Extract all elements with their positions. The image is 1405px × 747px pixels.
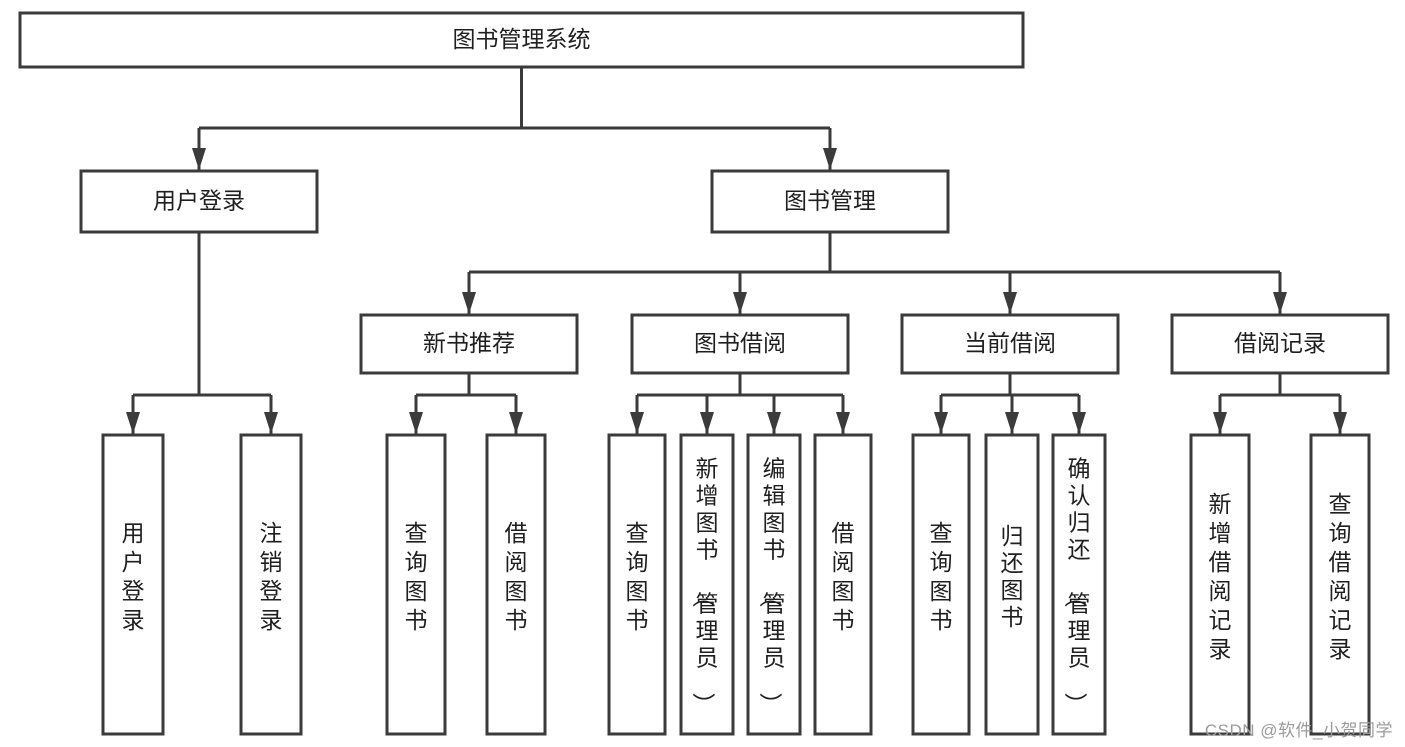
node-box (679, 433, 735, 736)
node-label: 借阅图书 (505, 520, 528, 633)
arrow-head-icon (836, 412, 850, 434)
node-box (813, 433, 873, 736)
node-label: 新增借阅记录 (1209, 491, 1232, 662)
arrow-head-icon (264, 412, 278, 434)
node-label: 查询图书 (626, 520, 649, 633)
node-label: 图书借阅 (694, 330, 786, 356)
nodes-layer: 图书管理系统用户登录图书管理新书推荐图书借阅当前借阅借阅记录用户登录注销登录查询… (18, 11, 1390, 736)
node-leaf-query-book-cb[interactable]: 查询图书 (911, 433, 971, 736)
arrow-head-icon (1333, 412, 1347, 434)
node-box (746, 433, 802, 736)
node-label: 借阅记录 (1234, 330, 1326, 356)
node-box (630, 313, 850, 375)
node-label: 查询图书 (405, 520, 428, 633)
node-root[interactable]: 图书管理系统 (18, 11, 1025, 69)
edges-layer (126, 67, 1347, 434)
node-box (485, 433, 547, 736)
arrow-head-icon (1213, 412, 1227, 434)
node-label: 图书管理系统 (453, 26, 591, 52)
node-box (900, 313, 1120, 375)
node-leaf-add-record[interactable]: 新增借阅记录 (1189, 433, 1251, 736)
node-leaf-query-book-rec[interactable]: 查询图书 (385, 433, 447, 736)
arrow-head-icon (126, 412, 140, 434)
node-box (710, 169, 950, 234)
node-leaf-add-book[interactable]: 新增图书（管理员） (679, 433, 735, 736)
arrow-head-icon (509, 412, 523, 434)
arrow-head-icon (1003, 292, 1017, 314)
arrow-head-icon (733, 292, 747, 314)
node-box (1189, 433, 1251, 736)
node-label: 编辑图书（管理员） (758, 456, 786, 716)
node-label: 借阅图书 (832, 520, 855, 633)
node-box (385, 433, 447, 736)
node-box (984, 433, 1040, 736)
node-leaf-return-book[interactable]: 归还图书 (984, 433, 1040, 736)
node-label: 图书管理 (784, 188, 876, 214)
node-label: 确认归还（管理员） (1063, 456, 1091, 716)
node-box (359, 313, 579, 375)
node-label: 归还图书 (1001, 523, 1024, 630)
node-leaf-query-record[interactable]: 查询借阅记录 (1309, 433, 1371, 736)
node-box (79, 169, 319, 234)
node-box (239, 433, 303, 736)
node-book-borrow[interactable]: 图书借阅 (630, 313, 850, 375)
node-leaf-logout[interactable]: 注销登录 (239, 433, 303, 736)
arrow-head-icon (934, 412, 948, 434)
node-leaf-query-book-br[interactable]: 查询图书 (607, 433, 667, 736)
arrow-head-icon (767, 412, 781, 434)
arrow-head-icon (823, 148, 837, 170)
arrow-head-icon (700, 412, 714, 434)
node-leaf-edit-book[interactable]: 编辑图书（管理员） (746, 433, 802, 736)
node-box (101, 433, 165, 736)
node-box (1309, 433, 1371, 736)
node-leaf-borrow-book-br[interactable]: 借阅图书 (813, 433, 873, 736)
arrow-head-icon (192, 148, 206, 170)
node-leaf-borrow-book-rec[interactable]: 借阅图书 (485, 433, 547, 736)
node-label: 查询图书 (930, 520, 953, 633)
arrow-head-icon (409, 412, 423, 434)
node-box (911, 433, 971, 736)
node-user-login[interactable]: 用户登录 (79, 169, 319, 234)
arrow-head-icon (1005, 412, 1019, 434)
arrow-head-icon (462, 292, 476, 314)
node-label: 注销登录 (260, 520, 283, 633)
arrow-head-icon (630, 412, 644, 434)
node-box (1170, 313, 1390, 375)
node-current-borrow[interactable]: 当前借阅 (900, 313, 1120, 375)
node-leaf-user-login[interactable]: 用户登录 (101, 433, 165, 736)
node-label: 新书推荐 (423, 330, 515, 356)
node-new-book-rec[interactable]: 新书推荐 (359, 313, 579, 375)
node-book-manage[interactable]: 图书管理 (710, 169, 950, 234)
arrow-head-icon (1273, 292, 1287, 314)
node-label: 当前借阅 (964, 330, 1056, 356)
node-box (18, 11, 1025, 69)
arrow-head-icon (1072, 412, 1086, 434)
node-borrow-record[interactable]: 借阅记录 (1170, 313, 1390, 375)
node-box (1051, 433, 1107, 736)
node-box (607, 433, 667, 736)
node-leaf-confirm-return[interactable]: 确认归还（管理员） (1051, 433, 1107, 736)
node-label: 用户登录 (122, 520, 145, 633)
node-label: 用户登录 (153, 188, 245, 214)
node-label: 查询借阅记录 (1329, 491, 1352, 662)
node-label: 新增图书（管理员） (691, 456, 719, 716)
